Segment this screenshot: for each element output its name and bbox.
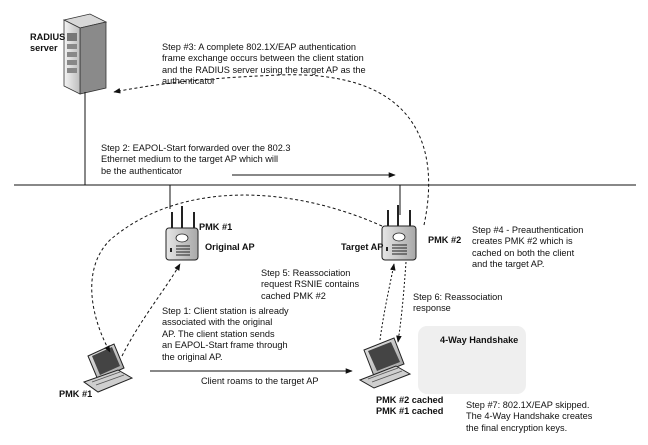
original-ap-icon [165,185,199,261]
original-ap-pmk-label: PMK #1 [199,222,233,232]
step3-arrow [113,74,430,226]
step4-text: Step #4 - Preauthentication creates PMK … [472,225,584,270]
target-ap-pmk-label: PMK #2 [428,235,462,245]
step3-text: Step #3: A complete 802.1X/EAP authentic… [162,42,366,87]
client-end-pmk-label: PMK #2 cached PMK #1 cached [376,395,444,417]
step6-text: Step 6: Reassociation response [413,292,503,314]
client-laptop-end-icon [358,337,412,389]
roam-text: Client roams to the target AP [201,376,319,386]
handshake-label: 4-Way Handshake [440,335,519,345]
step1-arrow [121,263,181,357]
step7-text: Step #7: 802.1X/EAP skipped. The 4-Way H… [466,400,593,433]
step4-arrow [91,194,383,353]
step1-text: Step 1: Client station is already associ… [162,306,289,362]
step5-text: Step 5: Reassociation request RSNIE cont… [261,268,360,301]
step2-text: Step 2: EAPOL-Start forwarded over the 8… [101,143,291,176]
step5-arrow [379,263,396,341]
target-ap-icon [381,185,417,261]
original-ap-label: Original AP [205,242,255,252]
step6-arrow [396,261,407,343]
radius-server-label: RADIUS server [30,32,66,54]
handshake-panel [418,326,526,394]
client-laptop-start-icon [82,343,134,393]
client-start-pmk-label: PMK #1 [59,389,93,399]
radius-server-icon [62,13,108,95]
target-ap-label: Target AP [341,242,384,252]
